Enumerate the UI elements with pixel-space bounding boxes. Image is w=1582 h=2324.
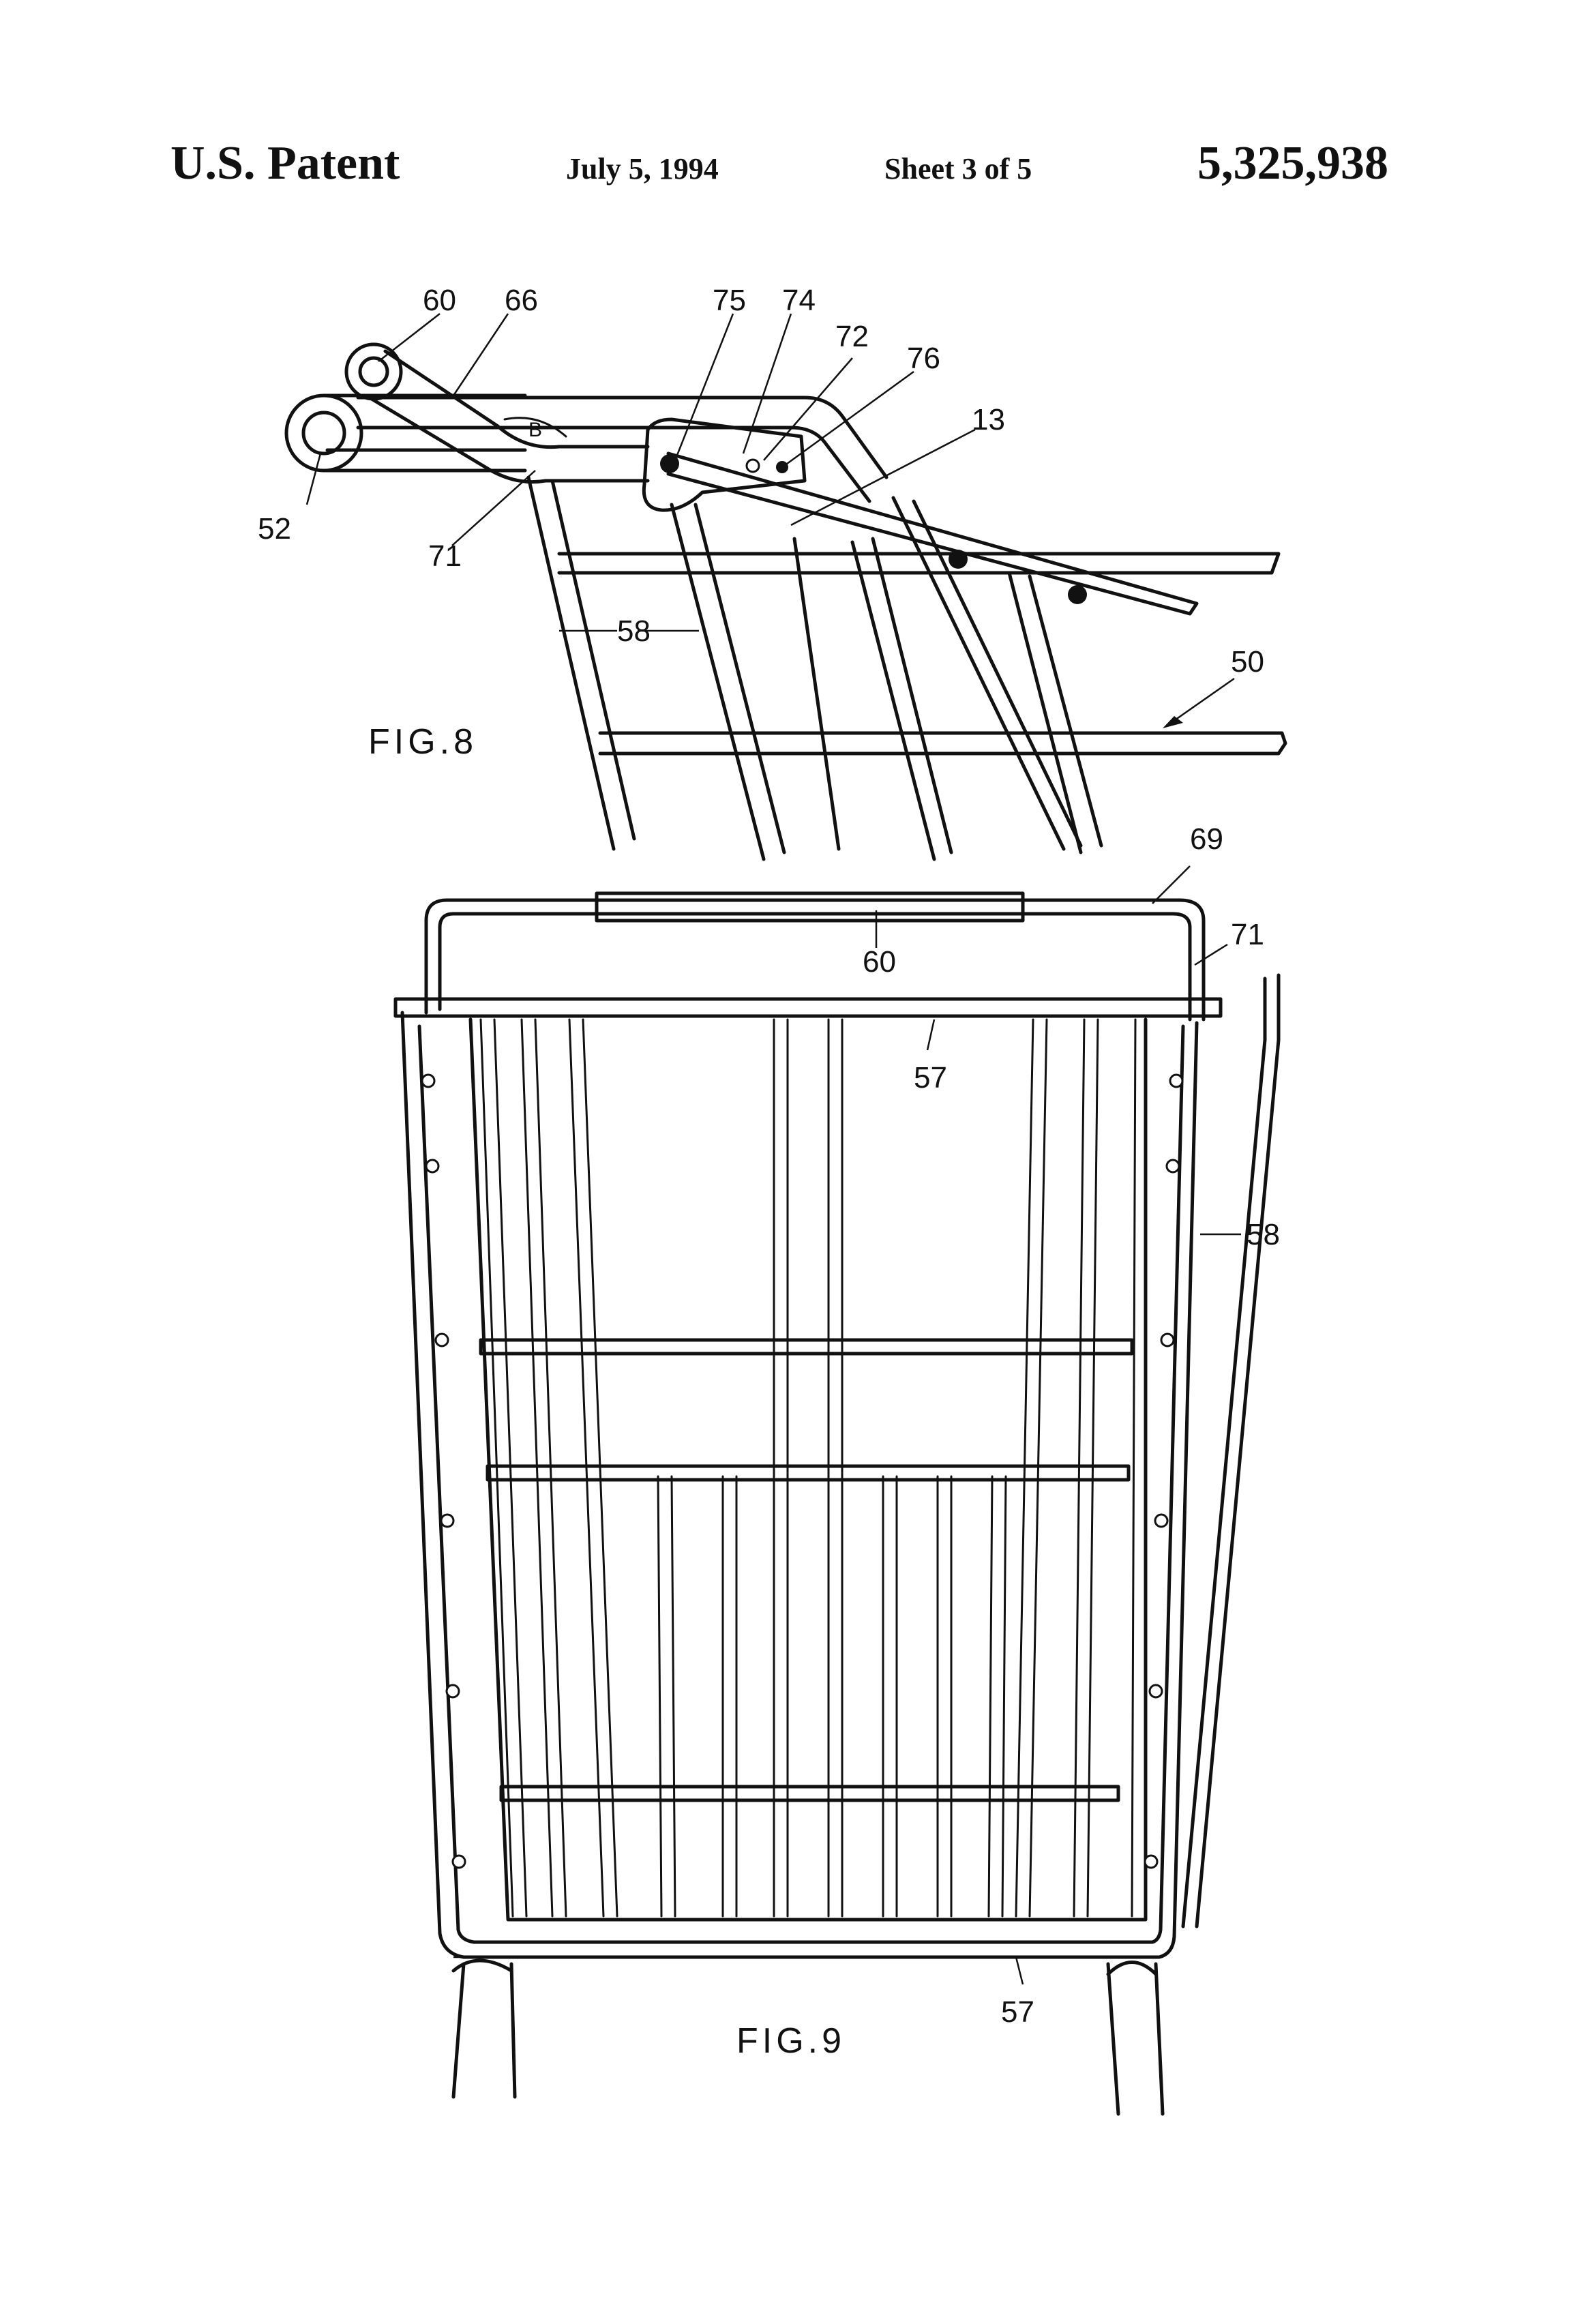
fig9-label-58: 58 — [1247, 1218, 1280, 1251]
fig8-label-52: 52 — [258, 512, 291, 546]
fig8-wire-5 — [893, 498, 1081, 849]
fig8-label-75: 75 — [713, 284, 746, 317]
header-date: July 5, 1994 — [566, 152, 719, 185]
fig8-handle-tube-body — [324, 396, 525, 471]
fig8-arm-66 — [372, 351, 648, 482]
fig8-leader-lines — [307, 314, 1234, 726]
fig8-label-60: 60 — [423, 284, 456, 317]
fig8-arrow-50 — [1163, 716, 1183, 728]
fig8-label-angle-b: B — [528, 419, 542, 441]
header-patent-number: 5,325,938 — [1197, 137, 1388, 190]
fig9-caption: FIG.9 — [736, 2021, 846, 2061]
fig8-label-66: 66 — [505, 284, 538, 317]
fig8-label-72: 72 — [835, 320, 869, 353]
fig9-label-57-top: 57 — [914, 1061, 947, 1094]
fig8-label-50: 50 — [1231, 645, 1264, 679]
fig8-wire-1 — [528, 477, 634, 849]
fig9-label-69: 69 — [1190, 822, 1223, 856]
fig8-label-76: 76 — [907, 342, 940, 375]
fig9-left-leg — [453, 1961, 515, 2097]
fig9-crossbar-2 — [488, 1466, 1129, 1480]
fig9-handle-69 — [426, 900, 1204, 1019]
fig8-label-13: 13 — [972, 403, 1005, 436]
fig9-crossbar-3 — [501, 1787, 1118, 1800]
sheet-header: U.S. Patent July 5, 1994 Sheet 3 of 5 5,… — [170, 137, 1388, 190]
header-title: U.S. Patent — [170, 137, 400, 190]
fig8-mid-rail — [559, 554, 1279, 573]
fig8-lower-rail-50 — [600, 733, 1285, 754]
fig8-pivot-eye-60 — [346, 344, 401, 399]
fig8-handle-tube-bore — [303, 413, 344, 453]
fig9-pivot-rod-57 — [395, 999, 1221, 1016]
fig9-grip-60 — [597, 893, 1023, 921]
header-sheet-number: Sheet 3 of 5 — [884, 152, 1032, 185]
fig8-wire-6 — [1009, 573, 1101, 852]
fig8-wire-3 — [794, 539, 839, 849]
fig9-side-wire-58 — [1183, 975, 1279, 1926]
figure-8: 60 66 75 74 72 76 13 52 71 58 50 B FIG.8 — [258, 284, 1285, 859]
fig8-label-58: 58 — [617, 614, 651, 648]
fig9-label-60: 60 — [863, 945, 896, 979]
fig8-handle-tube-52 — [286, 396, 361, 471]
fig8-pin-76 — [776, 461, 788, 473]
fig9-right-leg — [1108, 1963, 1163, 2115]
fig9-crossbar-1 — [481, 1340, 1132, 1354]
fig8-lever-13 — [668, 453, 1197, 614]
figure-9: 69 71 60 57 58 57 FIG.9 — [395, 822, 1280, 2114]
fig8-caption: FIG.8 — [368, 722, 477, 762]
fig8-stop-2 — [1068, 585, 1087, 604]
fig9-label-71: 71 — [1231, 918, 1264, 951]
fig8-wire-2 — [672, 505, 784, 859]
fig8-hole-72 — [747, 460, 759, 472]
fig8-label-71: 71 — [428, 539, 462, 573]
fig9-outer-frame — [402, 1013, 1197, 1957]
fig8-pivot-eye-bore — [360, 358, 387, 385]
fig8-label-74: 74 — [782, 284, 816, 317]
fig9-label-57-bottom: 57 — [1001, 1995, 1034, 2029]
